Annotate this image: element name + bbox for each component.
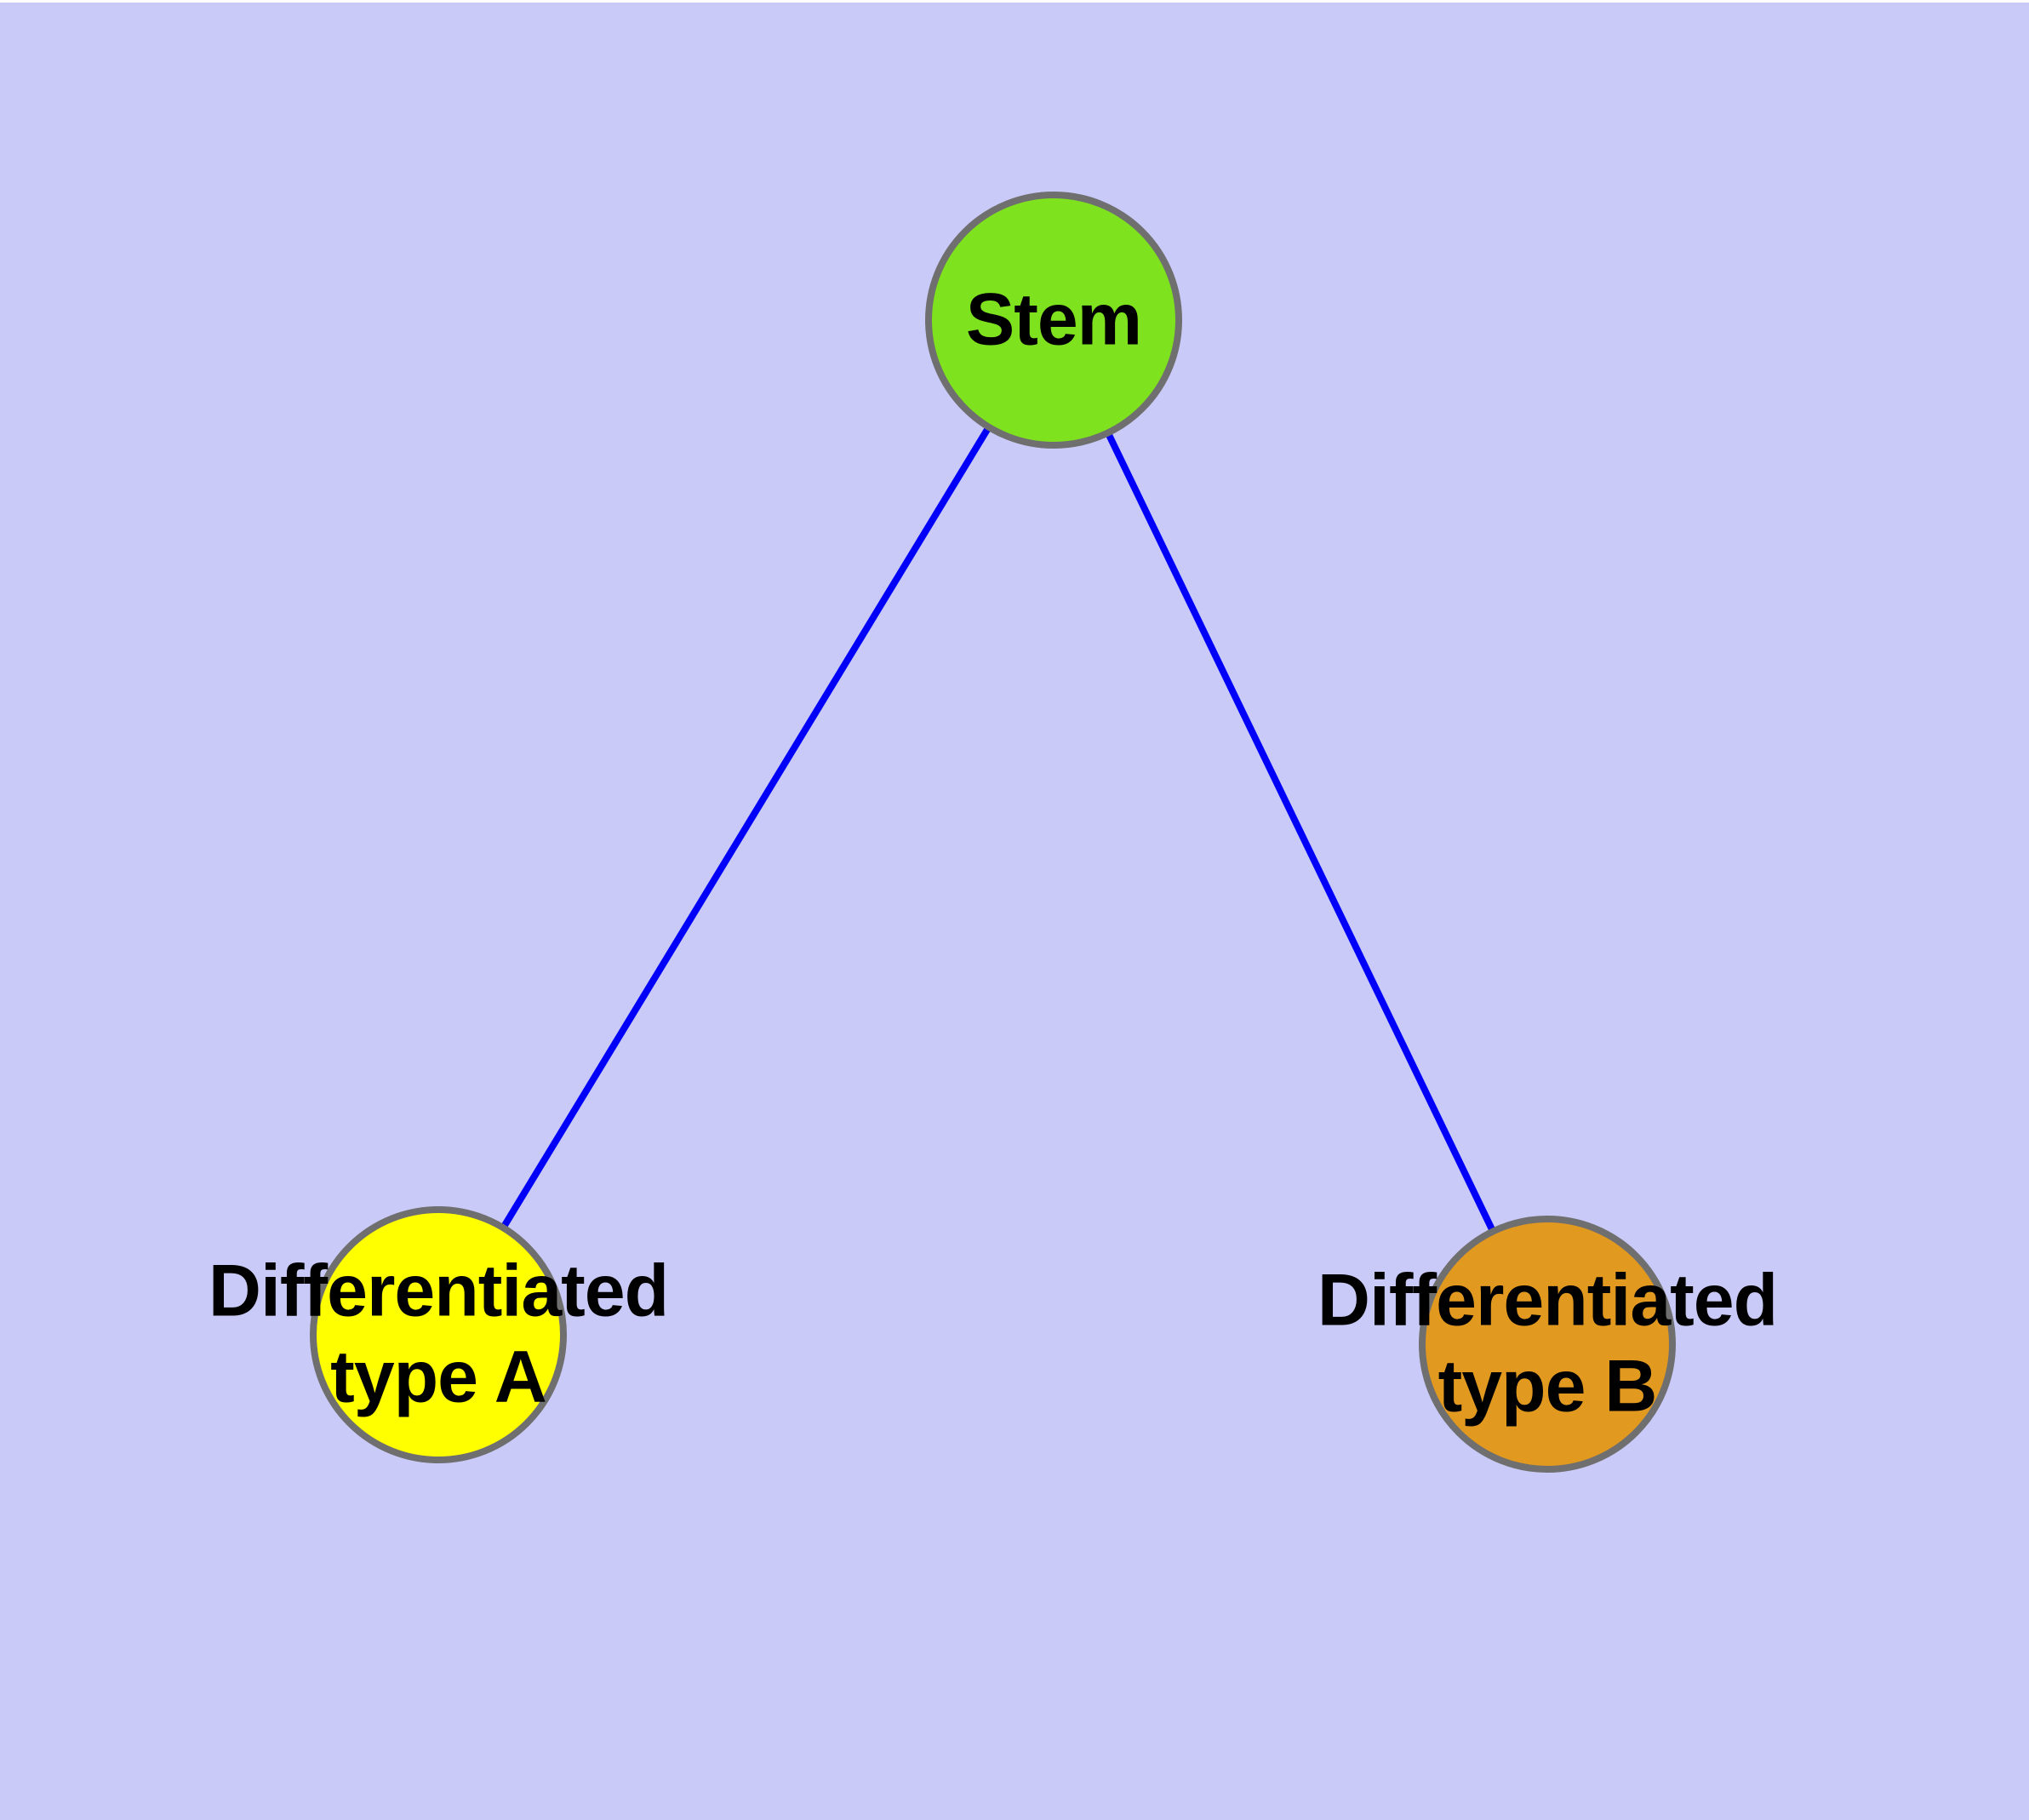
node-circle-differentiated-type-a <box>310 1206 567 1463</box>
top-border-strip <box>0 0 2029 3</box>
edge-stem-to-differentiated-type-b <box>1050 318 1551 1346</box>
graph-svg <box>310 192 1676 1473</box>
edge-stem-to-differentiated-type-a <box>435 318 1057 1337</box>
node-circle-differentiated-type-b <box>1419 1216 1676 1473</box>
node-circle-stem <box>925 192 1182 449</box>
